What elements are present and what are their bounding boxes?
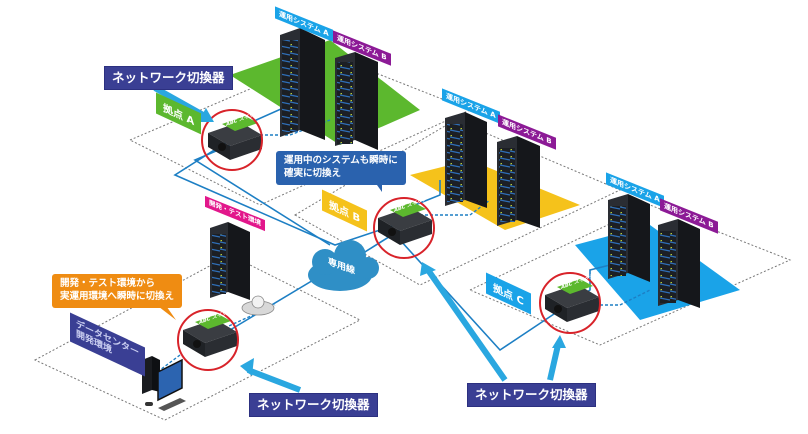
- site-c-rack-system-b: [658, 219, 700, 308]
- site-c-outline: [468, 204, 792, 346]
- network-switch-label-bottom-right: ネットワーク切換器: [467, 383, 596, 408]
- dashed-line-dc-pc: [159, 354, 181, 371]
- datacenter-outline: [33, 254, 362, 421]
- callout-instant-switch-line1: 運用中のシステムも瞬時に: [284, 155, 398, 166]
- arrowhead-dc: [240, 358, 254, 376]
- switch-site-a: [208, 116, 262, 160]
- site-b-platform: [410, 160, 580, 230]
- switch-site-c: [545, 279, 599, 322]
- network-line-b-to-rack: [414, 180, 441, 206]
- arrowhead-b: [420, 262, 436, 276]
- highlight-ring-site-c: [539, 272, 601, 334]
- dedicated-line-cloud: [308, 240, 379, 291]
- arrow-to-switch-b: [425, 268, 508, 382]
- switch-site-b: [378, 202, 432, 245]
- callout-instant-switch: 運用中のシステムも瞬時に 確実に切換え: [276, 151, 406, 185]
- switch-datacenter: [183, 314, 237, 357]
- callout-dev-to-prod-line2: 実運用環境へ瞬時に切換え: [60, 290, 175, 302]
- site-a-rack-system-b: [335, 52, 378, 150]
- highlight-ring-datacenter: [177, 309, 239, 371]
- highlight-ring-site-a: [201, 109, 263, 171]
- desktop-pc-icon: [142, 356, 186, 411]
- arrowhead-a: [198, 108, 214, 122]
- callout-dev-to-prod-line1: 開発・テスト環境から: [60, 278, 156, 289]
- network-switch-label-bottom-left: ネットワーク切換器: [249, 393, 378, 418]
- arrowhead-c: [552, 335, 566, 348]
- arrow-to-switch-dc: [246, 367, 302, 393]
- site-b-rack-system-b: [497, 136, 540, 228]
- site-a-rack-system-a: [280, 28, 325, 140]
- arrow-to-switch-c: [547, 344, 561, 381]
- dev-test-rack: [210, 222, 250, 300]
- dashed-line-a-system-b: [250, 119, 331, 136]
- site-b-rack-system-a: [445, 112, 487, 208]
- storage-device-icon: [241, 295, 275, 316]
- network-switch-label-top: ネットワーク切換器: [104, 66, 233, 91]
- site-c-rack-system-a: [608, 194, 650, 282]
- callout-dev-to-prod: 開発・テスト環境から 実運用環境へ瞬時に切換え: [52, 274, 183, 308]
- highlight-ring-site-b: [373, 197, 435, 259]
- callout-instant-switch-line2: 確実に切換え: [284, 167, 342, 179]
